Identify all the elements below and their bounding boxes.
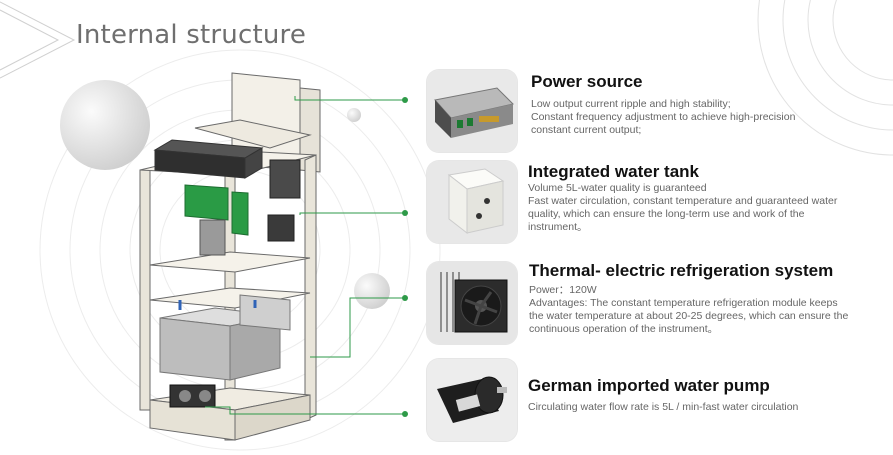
refrigeration-description: Power：120W Advantages: The constant temp…	[529, 284, 848, 336]
description-line: instrument。	[528, 221, 588, 233]
water-pump-title: German imported water pump	[528, 376, 770, 395]
water-pump-icon	[427, 359, 517, 441]
power-source-thumbnail	[427, 70, 517, 152]
description-line: constant current output;	[531, 124, 642, 136]
description-line: Fast water circulation, constant tempera…	[528, 195, 838, 207]
description-line: Volume 5L-water quality is guaranteed	[528, 182, 707, 194]
water-tank-description: Volume 5L-water quality is guaranteed Fa…	[528, 182, 837, 234]
description-line: Low output current ripple and high stabi…	[531, 98, 731, 110]
description-line: Circulating water flow rate is 5L / min-…	[528, 401, 799, 413]
water-tank-title: Integrated water tank	[528, 162, 699, 181]
description-line: Constant frequency adjustment to achieve…	[531, 111, 796, 123]
water-pump-thumbnail	[427, 359, 517, 441]
water-pump-description: Circulating water flow rate is 5L / min-…	[528, 401, 798, 414]
description-line: continuous operation of the instrument。	[529, 323, 719, 335]
refrigeration-thumbnail	[427, 262, 517, 344]
power-supply-icon	[427, 70, 517, 152]
power-source-description: Low output current ripple and high stabi…	[531, 98, 795, 137]
description-line: Advantages: The constant temperature ref…	[529, 297, 838, 309]
description-line: quality, which can ensure the long-term …	[528, 208, 805, 220]
page-title: Internal structure	[76, 20, 307, 50]
power-source-title: Power source	[531, 72, 643, 91]
description-line: Power：120W	[529, 284, 597, 296]
refrigeration-title: Thermal- electric refrigeration system	[529, 261, 834, 280]
water-tank-thumbnail	[427, 161, 517, 243]
cooling-fan-icon	[427, 262, 517, 344]
description-line: the water temperature at about 20-25 deg…	[529, 310, 849, 322]
water-tank-icon	[427, 161, 517, 243]
